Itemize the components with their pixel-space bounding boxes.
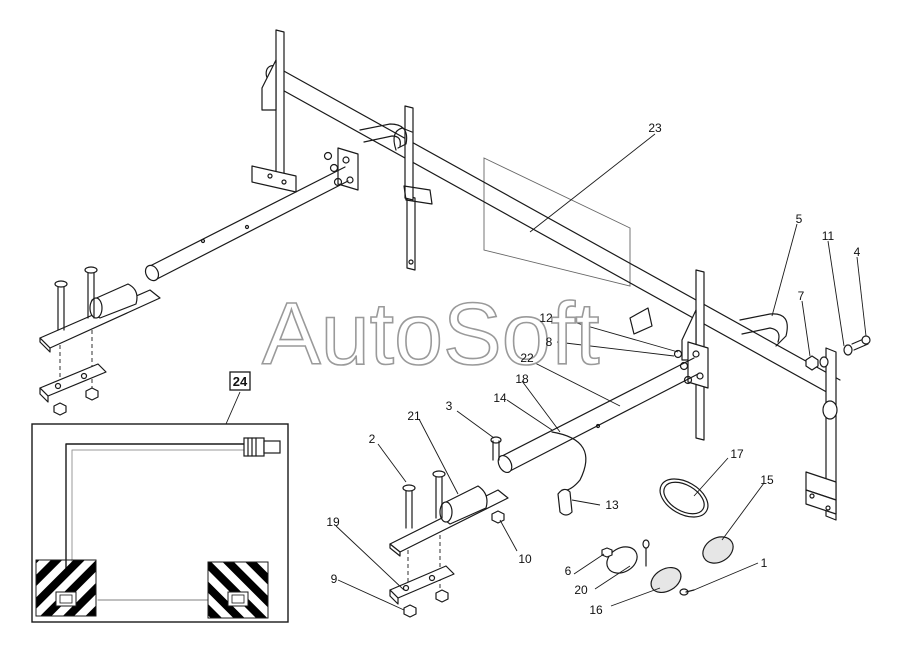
callout-6: 6 (565, 564, 572, 578)
callout-14: 14 (493, 391, 507, 405)
callout-3: 3 (446, 399, 453, 413)
right-clamp-lower (389, 565, 455, 618)
callout-15: 15 (760, 473, 774, 487)
center-bracket (393, 105, 433, 271)
warning-panel-right (207, 561, 269, 619)
right-end-bracket (805, 335, 871, 521)
reflector-lens-15 (702, 536, 734, 564)
warning-panel-left (35, 559, 97, 617)
callout-23: 23 (648, 121, 662, 135)
clip-13 (557, 488, 573, 516)
inset-label: 24 (233, 374, 248, 389)
callout-labels: 1 2 3 4 5 6 7 8 9 10 11 12 13 14 15 16 1… (326, 121, 860, 617)
callout-20: 20 (574, 583, 588, 597)
reflector-base-20 (606, 539, 650, 574)
callout-2: 2 (369, 432, 376, 446)
callout-12: 12 (539, 311, 553, 325)
callout-7: 7 (798, 289, 805, 303)
sign-plate (483, 157, 631, 287)
callout-13: 13 (605, 498, 619, 512)
callout-21: 21 (407, 409, 421, 423)
left-ubolt-clamp (323, 123, 408, 191)
left-lower-tube (144, 166, 349, 282)
leader-lines (225, 133, 867, 611)
callout-1: 1 (761, 556, 768, 570)
callout-22: 22 (520, 351, 534, 365)
left-clamp-upper (39, 266, 161, 388)
screw-1 (679, 588, 695, 596)
bolt-3 (490, 436, 502, 461)
reflector-ring-17 (659, 478, 709, 518)
nut-10 (491, 510, 505, 524)
callout-17: 17 (730, 447, 744, 461)
left-clamp-lower (39, 363, 107, 416)
callout-9: 9 (331, 572, 338, 586)
callout-10: 10 (518, 552, 532, 566)
right-clamp-upper (389, 470, 509, 590)
nut-6 (601, 547, 613, 558)
connector-plug-icon (243, 437, 265, 457)
callout-11: 11 (822, 229, 835, 243)
callout-5: 5 (796, 212, 803, 226)
callout-16: 16 (589, 603, 603, 617)
reflector-lens-16 (650, 566, 682, 594)
watermark: AutoSoft (262, 284, 600, 383)
callout-8: 8 (546, 335, 553, 349)
callout-19: 19 (326, 515, 340, 529)
callout-18: 18 (515, 372, 529, 386)
callout-4: 4 (854, 245, 861, 259)
left-upper-bracket (251, 29, 297, 193)
